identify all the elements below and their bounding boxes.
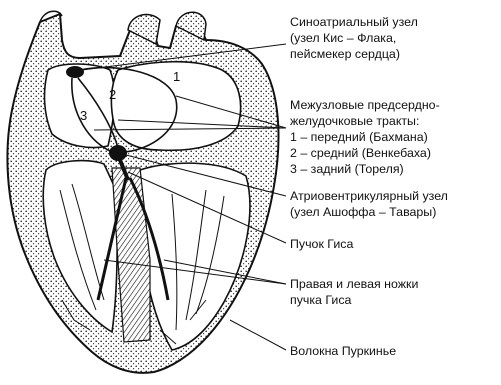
his-bundle-label: Пучок Гиса [290,236,353,252]
tracts-label: Межузловые предсердно- желудочковые трак… [290,97,440,177]
sa-node-label: Синоатриальный узел (узел Кис – Флака, п… [290,14,418,62]
sa-node [66,66,84,78]
tract-number-2: 2 [109,87,116,102]
purkinje-label: Волокна Пуркинье [290,343,396,359]
av-node-label: Атриовентрикулярный узел (узел Ашоффа – … [290,188,448,220]
tract-item-1: 1 – передний (Бахмана) [290,129,440,145]
tract-number-3: 3 [80,108,87,123]
tract-item-2: 2 – средний (Венкебаха) [290,145,440,161]
tract-item-3: 3 – задний (Тореля) [290,161,440,177]
bundle-branches-label: Правая и левая ножки пучка Гиса [290,276,418,308]
tract-number-1: 1 [173,69,180,84]
